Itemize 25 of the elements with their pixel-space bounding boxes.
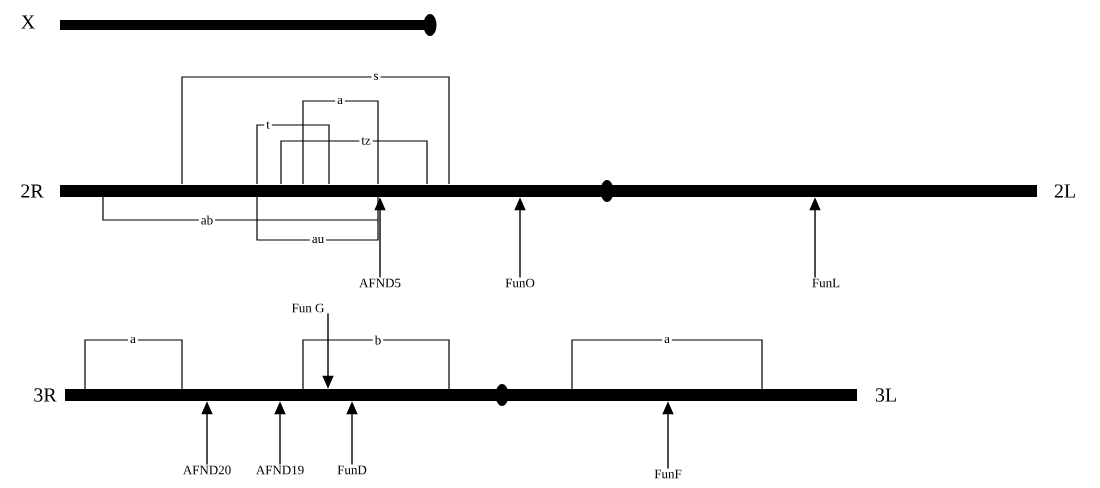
arm-label: 2R [21, 184, 44, 198]
chromosome-bar [60, 180, 1037, 202]
bracket-label: ab [198, 213, 216, 227]
arm-label: 2L [1054, 184, 1075, 198]
bracket-label: tz [359, 135, 373, 147]
marker-label: FunO [505, 278, 535, 288]
bracket-label: a [662, 334, 672, 346]
bracket-label: t [264, 119, 272, 131]
arm-label: 3R [34, 388, 57, 402]
arm-label: X [21, 15, 35, 29]
marker-label: FunD [337, 465, 367, 475]
bracket-label: a [335, 95, 345, 107]
bracket-label: s [371, 71, 381, 83]
marker-label: FunF [654, 469, 682, 479]
marker-label: AFND20 [182, 465, 231, 475]
bracket-label: a [128, 334, 138, 346]
bracket-label: b [372, 333, 384, 347]
chromosome-bar [65, 384, 857, 406]
chromosome-bar [60, 14, 437, 36]
marker-label: Fun G [291, 303, 325, 313]
marker-label: AFND19 [255, 465, 304, 475]
marker-label: AFND5 [359, 278, 401, 288]
marker-label: FunL [812, 278, 840, 288]
bracket-label: au [309, 234, 327, 246]
arm-label: 3L [875, 388, 896, 402]
